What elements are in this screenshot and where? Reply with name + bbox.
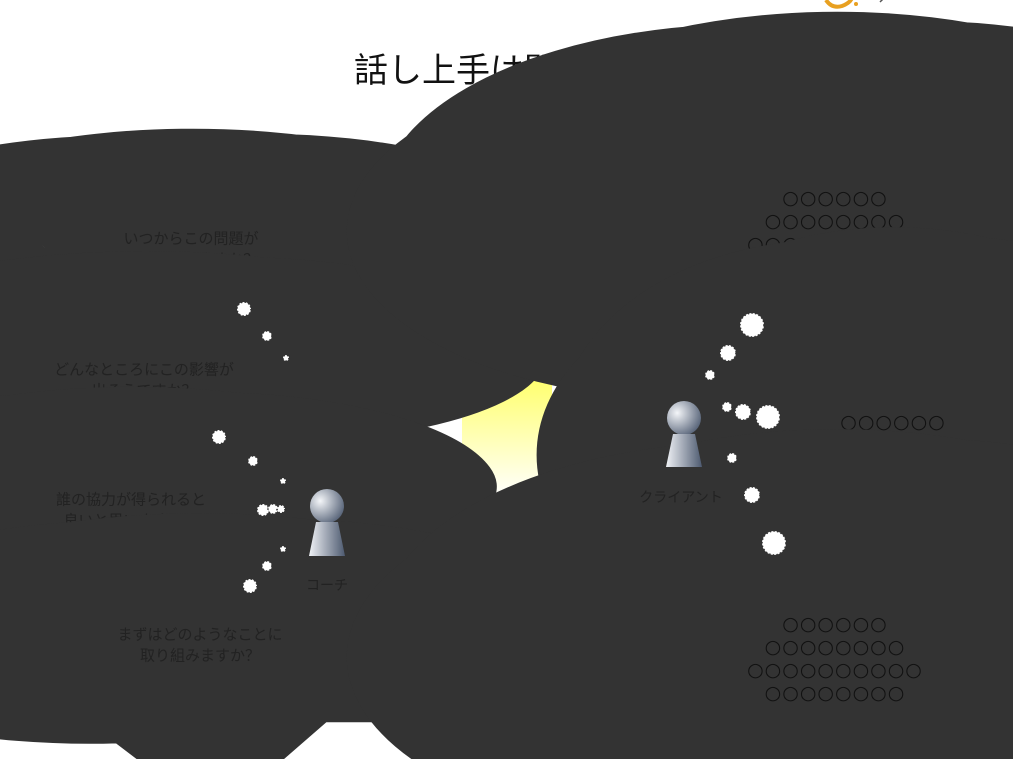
coach-body (309, 522, 345, 556)
coach-figure: コーチ (306, 489, 348, 594)
client-thought-clouds: ○○○○○○○○○○○○○○○○○○○○○○○○○○○○○○○○○○○○○○○○… (673, 164, 1013, 728)
thought-bubble (247, 455, 259, 467)
thought-bubble (276, 504, 286, 514)
thought-bubble (743, 486, 761, 504)
thought-bubble (279, 477, 287, 485)
coach-question-cloud-line: 誰の協力が得られると (56, 490, 206, 508)
client-label: クライアント (639, 490, 722, 506)
thought-bubble (242, 578, 258, 594)
thought-bubble (261, 560, 273, 572)
coach-question-cloud-line: どんなところにこの影響が (54, 360, 234, 378)
coach-question-cloud-line: 取り組みますか？ (140, 646, 260, 664)
client-thought-cloud-line: ○○○○○○○○○○ (747, 659, 923, 681)
client-figure: クライアント (639, 401, 723, 506)
client-thought-cloud-line: ○○○○○○○○ (765, 210, 906, 232)
client-thought-cloud-line: ○○○○○○○○ (765, 682, 906, 704)
logo-mark (824, 0, 884, 9)
coach-label: コーチ (306, 578, 348, 594)
thought-bubble (719, 344, 737, 362)
client-body (666, 434, 702, 467)
thought-bubble (211, 429, 227, 445)
thought-bubble (256, 503, 270, 517)
coach-head (310, 489, 344, 523)
thought-bubble (282, 354, 290, 362)
thought-bubble (726, 452, 738, 464)
client-head (667, 401, 701, 435)
client-thought-cloud-line: ○○○○○○ (782, 187, 887, 209)
thought-bubble (236, 301, 252, 317)
thought-bubbles (211, 301, 787, 594)
thought-bubble (734, 403, 752, 421)
thought-bubble (739, 312, 765, 338)
thought-bubble (721, 401, 733, 413)
thought-bubble (261, 330, 273, 342)
client-thought-cloud-line: ○○○○○○ (782, 613, 887, 635)
thought-bubble (279, 545, 287, 553)
coach-question-cloud-line: いつからこの問題が (123, 229, 258, 247)
client-thought-cloud-line: ○○○○○○ (840, 411, 945, 433)
thought-bubble (761, 530, 787, 556)
coach-question-clouds: いつからこの問題が発生していますか？どんなところにこの影響が出そうですか？誰の協… (1, 211, 340, 683)
thought-bubble (755, 404, 781, 430)
client-thought-cloud: ○○○○○○○○○○○○○○○○○○○○○○○○○○○○○○○○ (673, 587, 1000, 727)
coach-question-cloud-line: まずはどのようなことに (117, 625, 282, 643)
client-thought-cloud-line: ○○○○○○○○ (765, 636, 906, 658)
thought-bubble (704, 369, 716, 381)
